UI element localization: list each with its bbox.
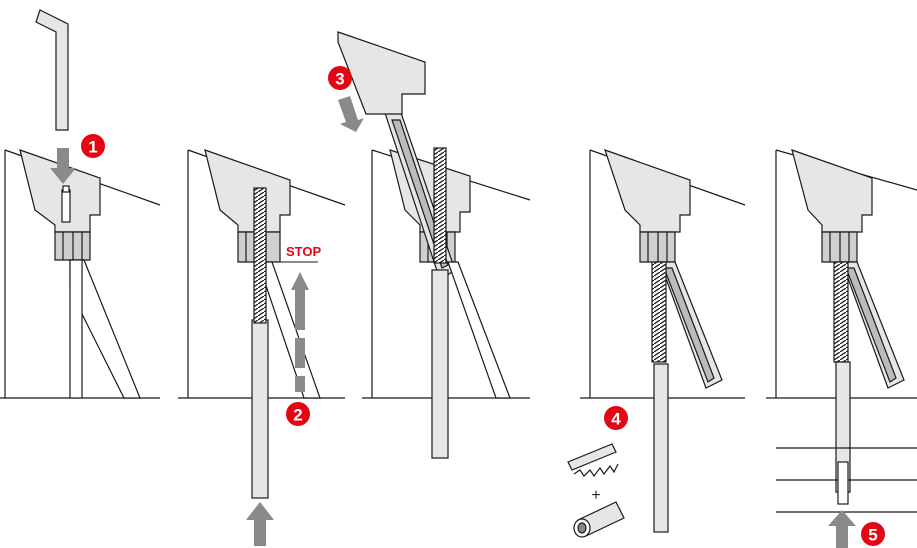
panel-step-1 [0,149,161,399]
step-5-number: 5 [868,526,877,545]
panel-step-2 [178,149,346,499]
arrow-icon-step-2-push [246,502,274,546]
panel-step-3 [362,109,531,459]
arrow-icon-step-1 [50,148,76,184]
panel-step-4 [580,149,746,533]
step-1-number: 1 [88,138,97,157]
step-4-number: 4 [611,410,621,429]
panel-step-5 [766,149,917,513]
arrow-icon-step-2-up [291,272,309,392]
arrow-icon-step-5 [828,510,856,548]
stop-indicator: STOP [270,244,321,263]
plus-label: + [591,487,600,504]
stop-label: STOP [286,244,321,259]
saw-icon [567,443,619,478]
housing-top-part [337,31,426,115]
arrow-icon-step-3 [338,96,364,132]
step-2-number: 2 [293,406,302,425]
step-3-marker: 3 [328,66,352,90]
step-5-marker: 5 [861,522,885,546]
threaded-sleeve-icon [573,501,625,538]
allen-key-icon [35,9,69,131]
step-1-marker: 1 [81,134,105,158]
step-3-number: 3 [335,70,344,89]
step-2-marker: 2 [286,402,310,426]
step-4-marker: 4 [604,406,628,430]
